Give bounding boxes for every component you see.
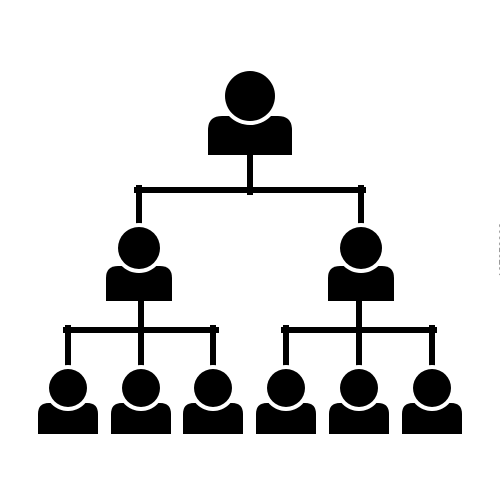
person-body — [106, 266, 172, 301]
person-body — [329, 403, 389, 434]
person-body — [328, 266, 394, 301]
person-icon — [256, 365, 316, 434]
connector-lines — [63, 155, 437, 367]
person-body — [111, 403, 171, 434]
person-head — [118, 227, 160, 269]
person-head — [225, 71, 275, 121]
person-body — [38, 403, 98, 434]
people-icons — [38, 67, 462, 434]
person-icon — [329, 365, 389, 434]
person-head — [340, 227, 382, 269]
person-body — [183, 403, 243, 434]
person-icon — [402, 365, 462, 434]
person-head — [340, 369, 378, 407]
person-body — [208, 116, 292, 155]
person-head — [49, 369, 87, 407]
person-head — [413, 369, 451, 407]
person-icon — [111, 365, 171, 434]
person-icon — [106, 223, 172, 301]
person-icon — [328, 223, 394, 301]
person-icon — [38, 365, 98, 434]
person-icon — [183, 365, 243, 434]
person-head — [267, 369, 305, 407]
person-body — [402, 403, 462, 434]
person-head — [194, 369, 232, 407]
person-head — [122, 369, 160, 407]
person-icon — [208, 67, 292, 155]
person-body — [256, 403, 316, 434]
